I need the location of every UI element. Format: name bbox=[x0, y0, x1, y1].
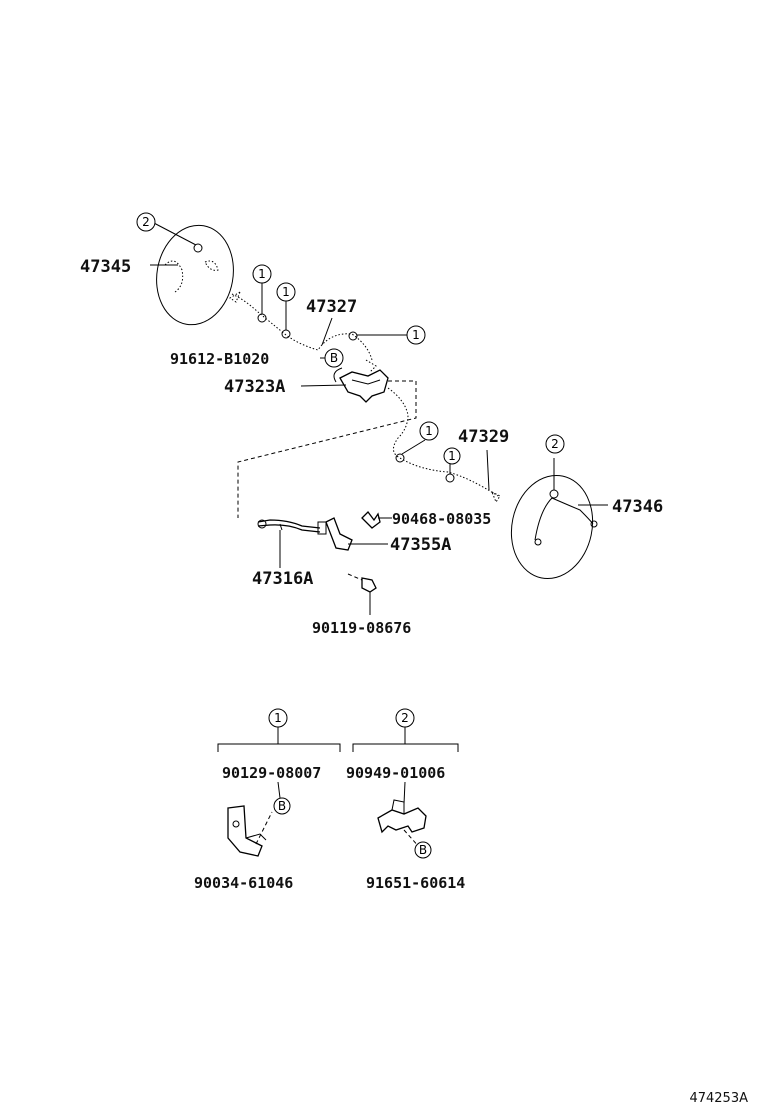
bolt-90119 bbox=[347, 573, 377, 593]
callout-1-e: 1 bbox=[443, 447, 461, 465]
callout-1-b: 1 bbox=[276, 282, 296, 302]
svg-text:2: 2 bbox=[551, 437, 559, 451]
legend-1-dash bbox=[255, 811, 273, 845]
label-90034-61046[interactable]: 90034-61046 bbox=[194, 874, 293, 892]
legend-2-b-leader bbox=[403, 781, 406, 805]
svg-text:1: 1 bbox=[282, 285, 290, 299]
leader-47329 bbox=[486, 449, 490, 491]
label-47327[interactable]: 47327 bbox=[306, 297, 357, 317]
svg-text:1: 1 bbox=[448, 449, 456, 463]
svg-text:1: 1 bbox=[274, 711, 282, 725]
svg-text:1: 1 bbox=[425, 424, 433, 438]
svg-text:B: B bbox=[330, 351, 338, 365]
label-90129-08007[interactable]: 90129-08007 bbox=[222, 764, 321, 782]
leader-47323A bbox=[300, 384, 347, 387]
clip-90468 bbox=[361, 511, 381, 529]
svg-text:2: 2 bbox=[142, 215, 150, 229]
label-91612-B1020[interactable]: 91612-B1020 bbox=[170, 350, 269, 368]
svg-text:2: 2 bbox=[401, 711, 409, 725]
callout-1-d: 1 bbox=[419, 421, 439, 441]
legend-2-bracket bbox=[352, 743, 459, 752]
right-backing-plate bbox=[510, 474, 598, 580]
legend-callout-2: 2 bbox=[395, 708, 415, 728]
left-backing-plate bbox=[156, 224, 234, 326]
label-90468-08035[interactable]: 90468-08035 bbox=[392, 510, 491, 528]
leader-c2-left bbox=[151, 221, 197, 246]
legend-callout-1: 1 bbox=[268, 708, 288, 728]
front-cable-47316A bbox=[257, 519, 327, 535]
label-90119-08676[interactable]: 90119-08676 bbox=[312, 619, 411, 637]
bracket-47355A bbox=[325, 517, 353, 551]
dashed-link-line bbox=[237, 380, 417, 518]
svg-text:1: 1 bbox=[412, 328, 420, 342]
label-47355A[interactable]: 47355A bbox=[390, 535, 451, 555]
svg-text:B: B bbox=[419, 843, 427, 857]
label-47346[interactable]: 47346 bbox=[612, 497, 663, 517]
label-47323A[interactable]: 47323A bbox=[224, 377, 285, 397]
legend-1-bracket bbox=[217, 743, 341, 752]
svg-text:B: B bbox=[278, 799, 286, 813]
equalizer-47323A bbox=[333, 367, 389, 403]
callout-b-91612: B bbox=[324, 348, 344, 368]
label-91651-60614[interactable]: 91651-60614 bbox=[366, 874, 465, 892]
legend-callout-b-1: B bbox=[273, 797, 291, 815]
bracket-90034-icon bbox=[227, 805, 267, 857]
clip-90949-icon bbox=[377, 799, 427, 834]
leader-47327 bbox=[321, 317, 333, 346]
svg-text:1: 1 bbox=[258, 267, 266, 281]
leader-c1-d bbox=[401, 439, 426, 455]
figure-number: 474253A bbox=[689, 1091, 748, 1106]
label-90949-01006[interactable]: 90949-01006 bbox=[346, 764, 445, 782]
callout-2-right: 2 bbox=[545, 434, 565, 454]
callout-1-a: 1 bbox=[252, 264, 272, 284]
legend-callout-b-2: B bbox=[414, 841, 432, 859]
cable-47327 bbox=[229, 290, 377, 373]
legend-1-b-leader bbox=[277, 781, 281, 799]
callout-1-c: 1 bbox=[406, 325, 426, 345]
label-47329[interactable]: 47329 bbox=[458, 427, 509, 447]
label-47316A[interactable]: 47316A bbox=[252, 569, 313, 589]
label-47345[interactable]: 47345 bbox=[80, 257, 131, 277]
callout-2-left: 2 bbox=[136, 212, 156, 232]
